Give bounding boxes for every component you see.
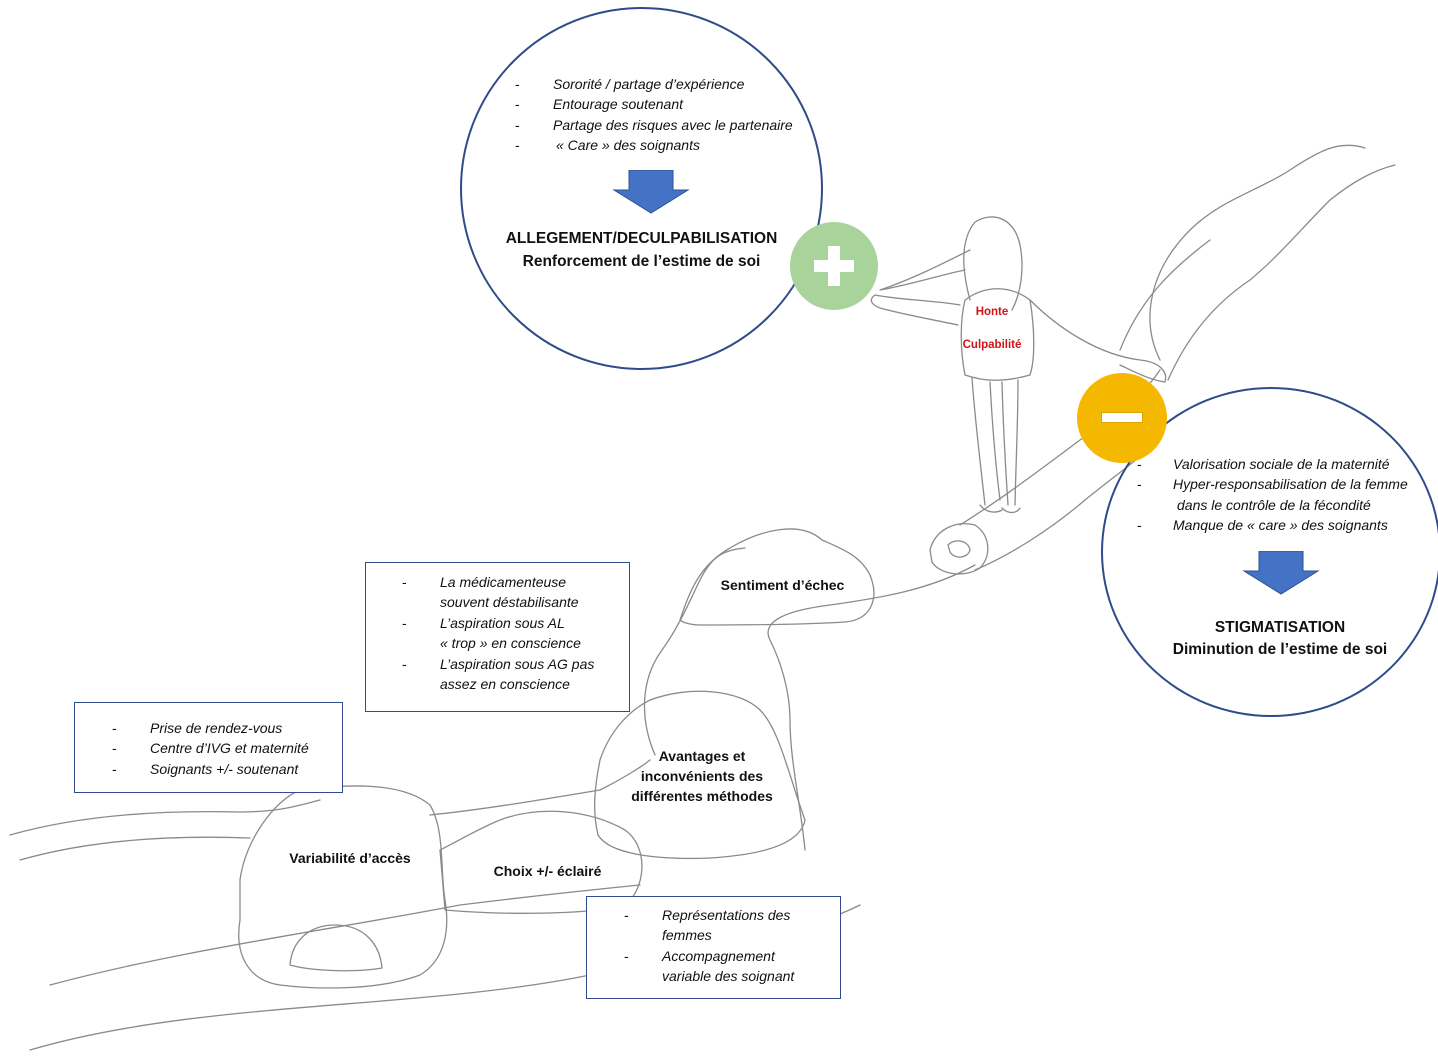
- access-box: -Prise de rendez-vous -Centre d’IVG et m…: [74, 702, 343, 793]
- list-item: variable des soignant: [662, 968, 795, 985]
- negative-subtitle: Diminution de l’estime de soi: [1172, 641, 1388, 658]
- stone-choix-outline: [439, 810, 643, 914]
- path-edge-mid: [49, 884, 641, 986]
- backpack-label-guilt: Culpabilité: [962, 339, 1022, 351]
- stone-echec-outline: [679, 528, 875, 626]
- river-left: [1149, 144, 1366, 361]
- stone-label-echec: Sentiment d’échec: [720, 577, 845, 593]
- list-item: assez en conscience: [440, 676, 570, 693]
- positive-title: ALLEGEMENT/DECULPABILISATION: [505, 230, 778, 247]
- road-right: [767, 564, 976, 851]
- figure-backpack: [960, 288, 1035, 381]
- list-item: -La médicamenteuse: [402, 574, 567, 590]
- figure-feet: [979, 504, 1021, 514]
- list-item: -Valorisation sociale de la maternité: [1137, 456, 1390, 472]
- stone-label-avantages: Avantages et inconvénients des différent…: [631, 748, 773, 804]
- figure-hair: [879, 216, 1023, 311]
- list-item: -L’aspiration sous AG pas: [402, 655, 595, 672]
- negative-circle: [1101, 387, 1438, 717]
- list-item: -Manque de « care » des soignants: [1137, 517, 1388, 534]
- figure-arm-right: [1029, 299, 1167, 383]
- list-item: femmes: [662, 927, 712, 944]
- stone-label-acces: Variabilité d’accès: [289, 850, 411, 866]
- list-item: -Sororité / partage d’expérience: [515, 76, 745, 92]
- list-item: -Représentations des: [624, 907, 791, 923]
- minus-icon: [1101, 412, 1143, 423]
- path-edge-upper: [9, 799, 321, 836]
- river-top: [1119, 239, 1211, 351]
- list-item: -Entourage soutenant: [515, 96, 683, 113]
- list-item: -Soignants +/- soutenant: [112, 760, 299, 777]
- stone-label-choix: Choix +/- éclairé: [493, 863, 602, 879]
- cave-outline: [289, 924, 383, 972]
- down-arrow-negative: [1242, 551, 1320, 595]
- negative-title: STIGMATISATION: [1214, 619, 1346, 636]
- figure-arm-left: [870, 294, 961, 326]
- positive-subtitle: Renforcement de l’estime de soi: [522, 253, 761, 270]
- rose-sketch: [929, 523, 989, 575]
- list-item: -Prise de rendez-vous: [112, 720, 283, 736]
- list-item: souvent déstabilisante: [440, 594, 579, 611]
- stone-acces-outline: [238, 785, 448, 989]
- positive-circle: [460, 7, 823, 370]
- list-item: -« Care » des soignants: [515, 137, 700, 154]
- negative-factors-list: -Valorisation sociale de la maternité -H…: [1137, 454, 1408, 536]
- river-right: [1167, 164, 1396, 381]
- arrow-shape: [612, 170, 690, 214]
- list-item: -Hyper-responsabilisation de la femme: [1137, 476, 1408, 493]
- methods-box: -La médicamenteuse souvent déstabilisant…: [365, 562, 630, 712]
- list-item: -Partage des risques avec le partenaire: [515, 116, 793, 133]
- down-arrow-positive: [612, 170, 690, 214]
- path-edge-upper2: [429, 759, 651, 816]
- list-item: dans le contrôle de la fécondité: [1177, 496, 1371, 513]
- figure-legs: [971, 377, 1019, 506]
- list-item: -Centre d’IVG et maternité: [112, 740, 309, 757]
- list-item: « trop » en conscience: [440, 635, 581, 652]
- arrow-shape: [1242, 551, 1320, 595]
- backpack-label-shame: Honte: [975, 306, 1009, 318]
- stone-avantages-outline: [594, 690, 806, 860]
- list-item: -Accompagnement: [624, 947, 775, 964]
- list-item: -L’aspiration sous AL: [402, 614, 565, 631]
- path-edge-upper3: [19, 836, 251, 861]
- representations-box: -Représentations des femmes -Accompagnem…: [586, 896, 841, 999]
- positive-factors-list: -Sororité / partage d’expérience -Entour…: [515, 74, 793, 156]
- plus-icon: [790, 222, 878, 310]
